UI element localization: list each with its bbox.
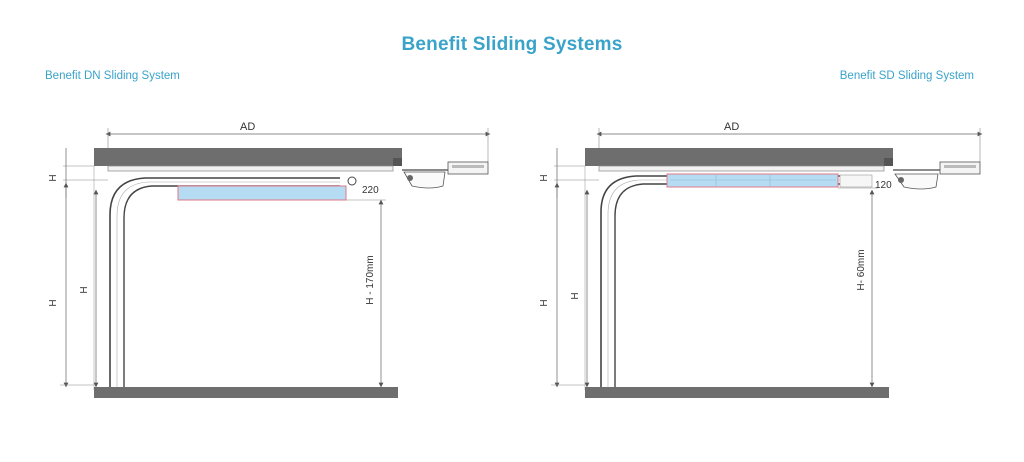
- dn-sliding-system-diagram: AD H H H: [48, 121, 491, 398]
- sd-stacked-panels: [666, 173, 839, 188]
- dn-stacked-panels: [177, 185, 347, 201]
- dn-door-track-outer: [109, 177, 340, 390]
- page-title: Benefit Sliding Systems: [401, 34, 623, 55]
- sd-motor-unit: [894, 173, 939, 190]
- dn-motor-unit: [403, 171, 446, 189]
- sd-floor: [585, 387, 889, 398]
- dn-width-label: AD: [240, 121, 255, 133]
- sd-inner-height-label: H: [570, 292, 581, 299]
- dn-floor: [94, 387, 398, 398]
- dn-system-subtitle: Benefit DN Sliding System: [45, 70, 180, 82]
- dn-lintel: [94, 148, 402, 166]
- dn-opening-label: H - 170mm: [365, 255, 376, 304]
- sd-outer-height-label: H: [539, 299, 550, 306]
- sd-sliding-system-diagram: AD H H H: [539, 121, 983, 398]
- sd-header-label: H: [539, 174, 550, 181]
- sd-system-subtitle: Benefit SD Sliding System: [839, 70, 974, 82]
- dn-clearance-label: 220: [362, 185, 379, 196]
- sd-width-label: AD: [724, 121, 739, 133]
- sd-lintel: [585, 148, 893, 166]
- sd-ceiling-rail: [598, 165, 885, 172]
- sd-door-track-inner: [614, 183, 840, 390]
- sd-door-track-outer: [600, 175, 840, 390]
- dn-door-track-inner: [123, 185, 340, 390]
- dn-inner-height-label: H: [79, 286, 90, 293]
- dn-header-label: H: [48, 174, 59, 181]
- sd-opening-label: H- 60mm: [856, 249, 867, 290]
- sd-clearance-label: 120: [875, 180, 892, 191]
- dn-outer-height-label: H: [48, 299, 59, 306]
- dn-ceiling-rail: [107, 165, 394, 172]
